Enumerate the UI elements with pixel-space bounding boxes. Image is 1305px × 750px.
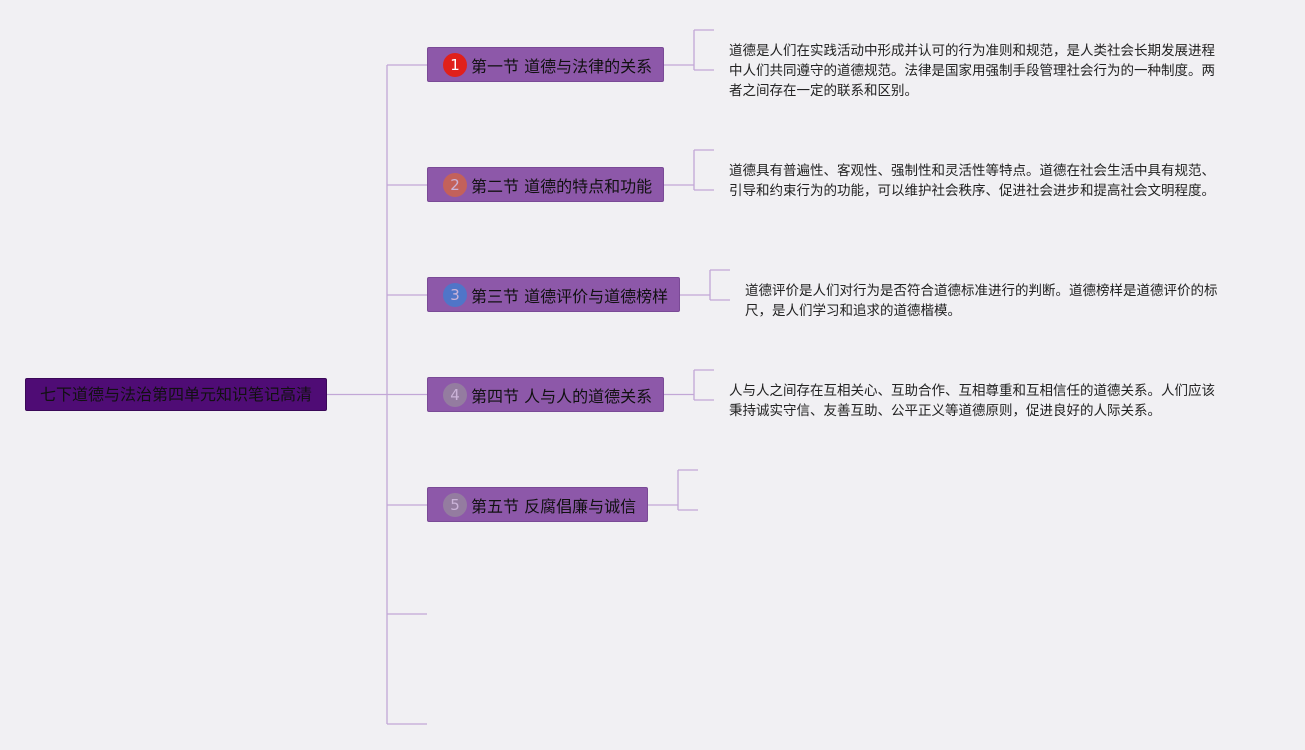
section-4-description: 人与人之间存在互相关心、互助合作、互相尊重和互相信任的道德关系。人们应该秉持诚实… (729, 383, 1215, 419)
section-2-node[interactable]: 2 第二节 道德的特点和功能 (427, 167, 664, 202)
section-4-node[interactable]: 4 第四节 人与人的道德关系 (427, 377, 664, 412)
section-2-label: 第二节 道德的特点和功能 (471, 176, 653, 196)
section-5-label: 第五节 反腐倡廉与诚信 (471, 496, 637, 516)
section-1-node[interactable]: 1 第一节 道德与法律的关系 (427, 47, 664, 82)
number-badge-icon: 1 (443, 52, 467, 77)
bracket-1 (664, 29, 714, 71)
section-3-description: 道德评价是人们对行为是否符合道德标准进行的判断。道德榜样是道德评价的标尺，是人们… (745, 283, 1218, 319)
bracket-4 (664, 369, 714, 401)
section-1-description: 道德是人们在实践活动中形成并认可的行为准则和规范，是人类社会长期发展进程中人们共… (729, 43, 1215, 99)
section-3-label: 第三节 道德评价与道德榜样 (471, 286, 669, 306)
number-badge-icon: 2 (443, 172, 467, 197)
section-1-label: 第一节 道德与法律的关系 (471, 56, 653, 76)
number-badge-icon: 3 (443, 282, 467, 307)
section-3-node[interactable]: 3 第三节 道德评价与道德榜样 (427, 277, 680, 312)
number-badge-icon: 4 (443, 382, 467, 407)
bracket-3 (680, 269, 730, 301)
root-topic[interactable]: 七下道德与法治第四单元知识笔记高清 (25, 378, 327, 411)
bracket-5 (648, 469, 698, 511)
section-2-description: 道德具有普遍性、客观性、强制性和灵活性等特点。道德在社会生活中具有规范、引导和约… (729, 163, 1215, 199)
bracket-2 (664, 149, 714, 191)
section-5-node[interactable]: 5 第五节 反腐倡廉与诚信 (427, 487, 648, 522)
root-title: 七下道德与法治第四单元知识笔记高清 (39, 385, 312, 404)
number-badge-icon: 5 (443, 492, 467, 517)
section-4-label: 第四节 人与人的道德关系 (471, 386, 653, 406)
